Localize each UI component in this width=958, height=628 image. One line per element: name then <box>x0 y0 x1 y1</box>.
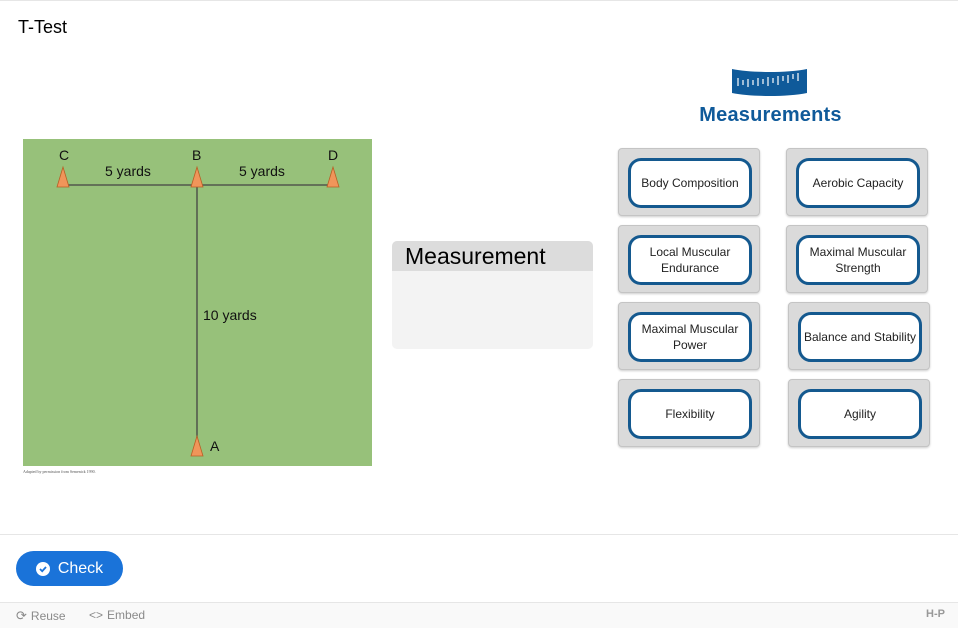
check-button[interactable]: Check <box>16 551 123 586</box>
measurement-dropzone[interactable]: Measurement <box>392 241 593 349</box>
option-body-composition[interactable]: Body Composition <box>628 158 752 208</box>
option-aerobic-capacity[interactable]: Aerobic Capacity <box>796 158 920 208</box>
embed-label: Embed <box>107 608 146 622</box>
page-title: T-Test <box>18 17 68 37</box>
reuse-label: Reuse <box>30 609 66 623</box>
option-maximal-muscular-strength[interactable]: Maximal Muscular Strength <box>796 235 920 285</box>
option-slot: Aerobic Capacity <box>786 148 928 216</box>
option-local-muscular-endurance[interactable]: Local Muscular Endurance <box>628 235 752 285</box>
embed-icon: <> <box>89 608 104 622</box>
check-label: Check <box>57 559 104 577</box>
left-distance-label: 5 yards <box>105 163 151 179</box>
logo-text: Measurements <box>699 104 842 126</box>
cone-d-icon <box>326 165 340 188</box>
top-border <box>0 0 958 1</box>
option-balance-and-stability[interactable]: Balance and Stability <box>798 312 922 362</box>
check-circle-icon <box>35 561 50 576</box>
right-distance-label: 5 yards <box>239 163 285 179</box>
option-slot: Maximal Muscular Power <box>618 302 760 370</box>
point-d-label: D <box>328 147 339 163</box>
option-slot: Balance and Stability <box>788 302 930 370</box>
point-a-label: A <box>210 438 220 454</box>
option-maximal-muscular-power[interactable]: Maximal Muscular Power <box>628 312 752 362</box>
image-credit: Adapted by permission from Semenick 1990… <box>23 469 96 474</box>
cone-b-icon <box>190 165 204 188</box>
cone-a-icon <box>190 434 204 457</box>
h5p-logo[interactable]: H-P <box>926 608 945 620</box>
option-agility[interactable]: Agility <box>798 389 922 439</box>
option-slot: Local Muscular Endurance <box>618 225 760 293</box>
option-slot: Body Composition <box>618 148 760 216</box>
measurements-logo: Measurements <box>688 66 853 128</box>
tape-measure-icon <box>732 69 807 96</box>
section-divider <box>0 534 958 535</box>
dropzone-heading: Measurement <box>392 241 593 271</box>
option-slot: Agility <box>788 379 930 447</box>
vertical-distance-label: 10 yards <box>203 307 257 323</box>
reuse-icon: ⟳ <box>16 608 27 623</box>
cone-c-icon <box>56 165 70 188</box>
option-flexibility[interactable]: Flexibility <box>628 389 752 439</box>
point-b-label: B <box>192 147 202 163</box>
option-slot: Flexibility <box>618 379 760 447</box>
embed-button[interactable]: <> Embed <box>89 608 145 622</box>
option-slot: Maximal Muscular Strength <box>786 225 928 293</box>
point-c-label: C <box>59 147 70 163</box>
footer-bar: ⟳ Reuse <> Embed H-P <box>0 602 958 628</box>
field-lines <box>56 165 340 457</box>
t-test-field-diagram: C B D A 5 yards 5 yards 10 yards <box>23 139 372 466</box>
reuse-button[interactable]: ⟳ Reuse <box>16 608 66 624</box>
